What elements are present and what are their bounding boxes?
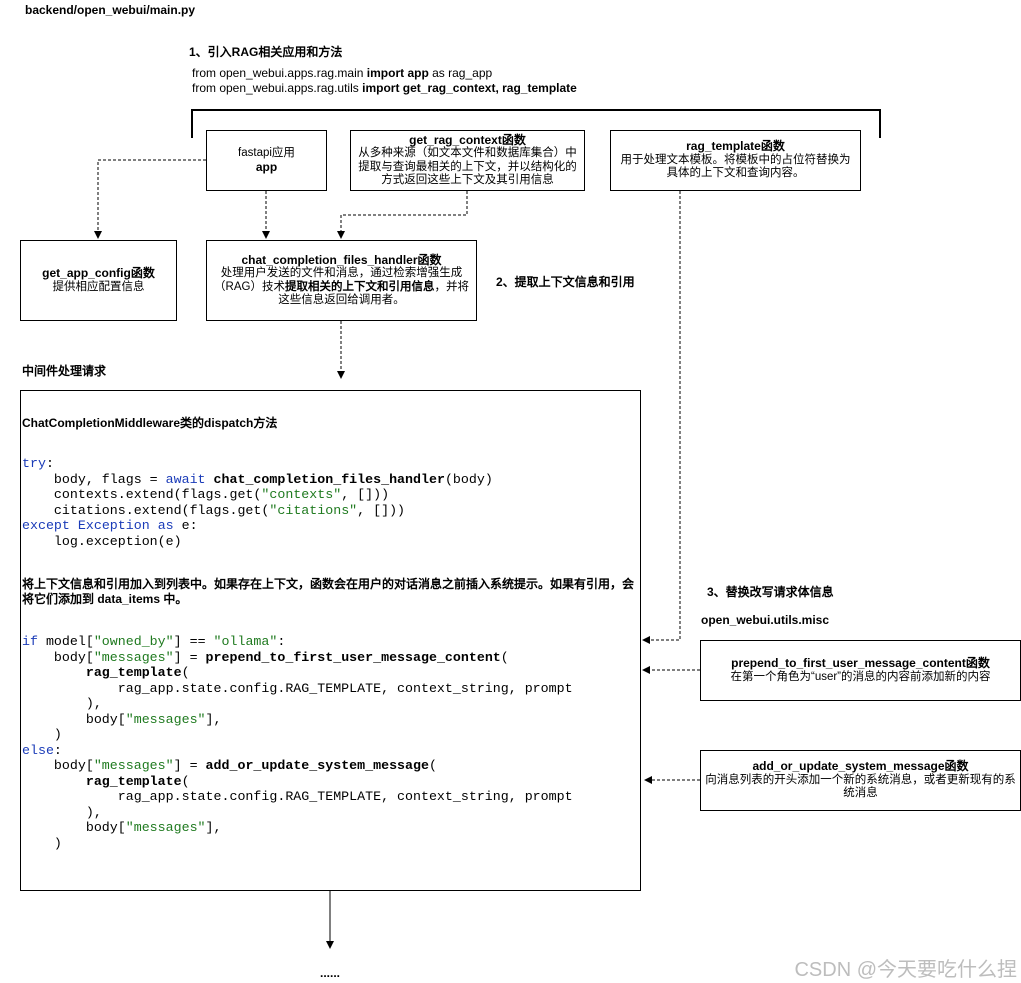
fn-add: add_or_update_system_message [205, 758, 429, 773]
handler-desc: 处理用户发送的文件和消息，通过检索增强生成（RAG）技术提取相关的上下文和引用信… [211, 267, 472, 308]
code-body-flags: body, flags = [22, 471, 166, 487]
kw-except: except [22, 518, 70, 533]
code-list-end-2: , [])) [357, 502, 406, 518]
arrow-ragcontext-to-handler [337, 191, 468, 239]
code-close-2: ), [22, 804, 102, 820]
code-block-try: try: body, flags = await chat_completion… [22, 456, 493, 549]
get-rag-context-box: get_rag_context函数 从多种来源（如文本文件和数据库集合）中提取与… [350, 130, 585, 191]
prepend-box: prepend_to_first_user_message_content函数 … [700, 640, 1021, 701]
fastapi-app-name: app [255, 159, 278, 174]
get-app-config-box: get_app_config函数 提供相应配置信息 [20, 240, 177, 321]
middleware-note: 将上下文信息和引用加入到列表中。如果存在上下文，函数会在用户的对话消息之前插入系… [22, 577, 635, 606]
kw-else: else [22, 742, 54, 758]
fastapi-app-label: fastapi应用 [238, 147, 295, 159]
code-if-model: model[ [37, 634, 94, 649]
kw-as: as [157, 518, 174, 533]
import-line-1-suffix: as rag_app [428, 66, 493, 80]
fn-rag-template-1: rag_template [85, 665, 182, 680]
import-line-1-bold: import app [366, 66, 429, 80]
step1-title: 1、引入RAG相关应用和方法 [189, 45, 343, 59]
rag-template-box: rag_template函数 用于处理文本模板。将模板中的占位符替换为具体的上下… [610, 130, 861, 191]
prepend-desc: 在第一个角色为“user”的消息的内容前添加新的内容 [730, 670, 991, 683]
step3-title: 3、替换改写请求体信息 [707, 585, 834, 599]
code-log: log.exception(e) [22, 533, 182, 549]
import-line-1: from open_webui.apps.rag.main import app… [192, 66, 492, 80]
kw-await: await [165, 471, 206, 487]
import-line-2: from open_webui.apps.rag.utils import ge… [192, 81, 577, 95]
str-citations: "citations" [269, 502, 358, 518]
handler-title: chat_completion_files_handler函数 [241, 252, 442, 267]
import-line-1-prefix: from open_webui.apps.rag.main [192, 66, 367, 80]
arrow-fastapi-to-config [94, 159, 206, 239]
code-rag-args-1: rag_app.state.config.RAG_TEMPLATE, conte… [22, 680, 573, 696]
misc-module-label: open_webui.utils.misc [701, 613, 830, 627]
code-bracket-2: ], [205, 820, 222, 835]
str-messages-4: "messages" [125, 820, 206, 835]
code-block-if: if model["owned_by"] == "ollama": body["… [22, 634, 573, 851]
import-line-2-bold: import get_rag_context, rag_template [362, 81, 577, 95]
file-path: backend/open_webui/main.py [25, 3, 196, 17]
get-rag-context-desc: 从多种来源（如文本文件和数据库集合）中提取与查询最相关的上下文，并以结构化的方式… [358, 147, 577, 186]
str-messages-3: "messages" [93, 758, 174, 773]
get-rag-context-title: get_rag_context函数 [409, 132, 526, 147]
str-owned-by: "owned_by" [93, 634, 174, 649]
middleware-section-label: 中间件处理请求 [22, 364, 107, 378]
watermark: CSDN @今天要吃什么捏 [794, 959, 1017, 981]
middleware-title: ChatCompletionMiddleware类的dispatch方法 [22, 416, 278, 430]
code-close-1: ), [22, 696, 102, 711]
step2-title: 2、提取上下文信息和引用 [496, 275, 635, 289]
add-or-update-title: add_or_update_system_message函数 [752, 759, 969, 774]
code-body-messages-2: body[ [22, 820, 126, 835]
code-assign-1: ] = [173, 649, 206, 665]
add-or-update-desc: 向消息列表的开头添加一个新的系统消息，或者更新现有的系统消息 [705, 773, 1016, 800]
str-messages-2: "messages" [125, 711, 206, 727]
add-or-update-box: add_or_update_system_message函数 向消息列表的开头添… [700, 750, 1021, 811]
fn-prepend: prepend_to_first_user_message_content [205, 649, 501, 665]
code-assign-2: ] = [173, 758, 206, 773]
chat-completion-files-handler-box: chat_completion_files_handler函数 处理用户发送的文… [206, 240, 477, 321]
middleware-box [20, 390, 641, 891]
fn-rag-template-2: rag_template [85, 773, 182, 789]
code-eq: ] == [173, 634, 214, 649]
fn-handler: chat_completion_files_handler [213, 471, 445, 487]
kw-try: try [22, 456, 46, 471]
code-citations: citations.extend(flags.get( [22, 502, 270, 518]
code-bracket-1: ], [205, 711, 222, 727]
continuation-ellipsis: ...... [320, 966, 341, 980]
code-list-end-1: , [])) [341, 487, 390, 502]
get-app-config-title: get_app_config函数 [42, 266, 155, 280]
prepend-title: prepend_to_first_user_message_content函数 [731, 656, 990, 670]
handler-desc-bold: 提取相关的上下文和引用信息 [284, 280, 435, 293]
fastapi-app-box: fastapi应用 app [206, 130, 327, 191]
import-line-2-prefix: from open_webui.apps.rag.utils [192, 81, 363, 95]
get-app-config-desc: 提供相应配置信息 [52, 280, 145, 293]
kw-exception: Exception [77, 518, 150, 533]
handler-desc-part1: 处理用户发送的文件和消息，通过检索增强生成（RAG）技术 [214, 267, 463, 293]
str-ollama: "ollama" [213, 634, 278, 649]
code-paren-1: ) [22, 727, 62, 742]
code-contexts: contexts.extend(flags.get( [22, 487, 262, 502]
code-body-open-2: body[ [22, 758, 94, 773]
str-contexts: "contexts" [261, 487, 342, 502]
str-messages-1: "messages" [93, 649, 174, 665]
code-body-messages-1: body[ [22, 711, 126, 727]
kw-if: if [22, 634, 38, 649]
rag-template-desc: 用于处理文本模板。将模板中的占位符替换为具体的上下文和查询内容。 [620, 153, 851, 180]
code-rag-args-2: rag_app.state.config.RAG_TEMPLATE, conte… [22, 789, 573, 804]
rag-template-title: rag_template函数 [686, 139, 785, 154]
code-paren-2: ) [22, 835, 62, 851]
arrow-ragtemplate-to-middleware [642, 191, 681, 644]
handler-desc-part2: ，并将这些信息返回给调用者。 [278, 280, 469, 307]
import-bracket [191, 109, 881, 138]
code-body-open-1: body[ [22, 649, 94, 665]
